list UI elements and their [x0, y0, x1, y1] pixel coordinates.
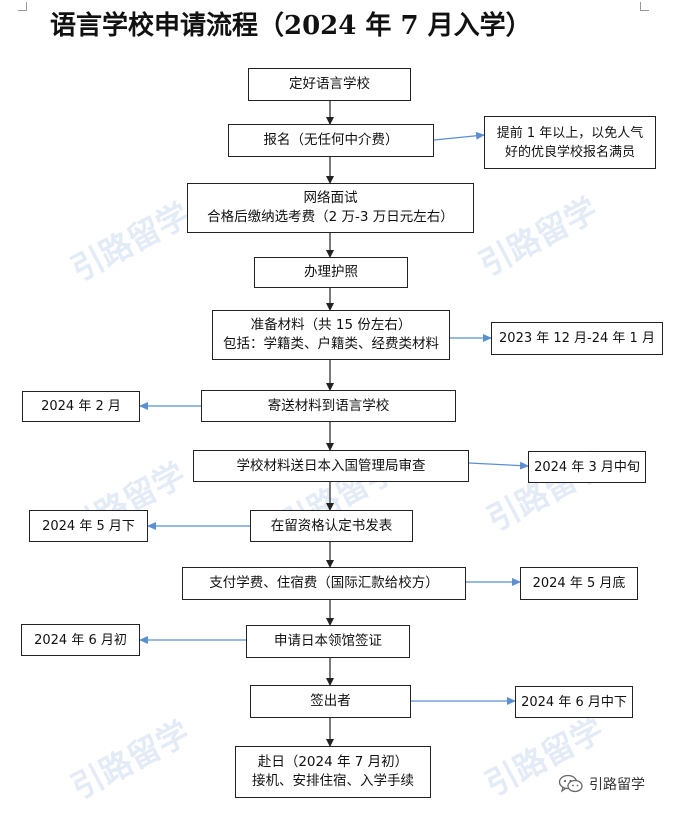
step-text: 学校材料送日本入国管理局审查: [236, 457, 426, 474]
note-text: 2024 年 6 月初: [34, 632, 127, 648]
step-text: 寄送材料到语言学校: [267, 397, 390, 414]
flow-step-passport: 办理护照: [254, 257, 408, 288]
step-text: 办理护照: [304, 264, 358, 280]
flow-step-go-to-japan: 赴日（2024 年 7 月初） 接机、安排住宿、入学手续: [235, 746, 431, 798]
page-corner-mark: [18, 2, 27, 11]
page-title: 语言学校申请流程（2024 年 7 月入学）: [50, 11, 532, 41]
flow-step-visa-issued: 签出者: [250, 685, 411, 718]
step-text: 在留资格认定书发表: [270, 517, 393, 534]
step-text: 签出者: [310, 693, 351, 709]
step-text: 合格后缴纳选考费（2 万-3 万日元左右）: [207, 209, 454, 225]
note-visa-apply-date: 2024 年 6 月初: [21, 624, 140, 656]
brand-mark: 引路留学: [558, 772, 645, 796]
note-send-date: 2024 年 2 月: [22, 391, 140, 422]
step-text: 申请日本领馆签证: [274, 633, 382, 649]
note-materials-date: 2023 年 12 月-24 年 1 月: [491, 322, 663, 355]
note-payment-date: 2024 年 5 月底: [520, 567, 638, 600]
step-text: 网络面试: [303, 190, 358, 206]
note-review-date: 2024 年 3 月中旬: [528, 451, 646, 483]
step-text: 包括：学籍类、户籍类、经费类材料: [223, 336, 439, 352]
brand-name: 引路留学: [589, 777, 645, 793]
note-text: 2023 年 12 月-24 年 1 月: [499, 331, 655, 346]
flow-step-immigration-review: 学校材料送日本入国管理局审查: [193, 450, 469, 482]
note-text: 好的优良学校报名满员: [504, 144, 635, 160]
wechat-icon: [558, 774, 583, 793]
flow-step-apply-visa: 申请日本领馆签证: [246, 625, 410, 658]
note-text: 2024 年 5 月下: [42, 518, 135, 534]
flow-step-online-interview: 网络面试 合格后缴纳选考费（2 万-3 万日元左右）: [187, 183, 474, 233]
note-arrow: [433, 131, 485, 141]
flow-step-prepare-materials: 准备材料（共 15 份左右） 包括：学籍类、户籍类、经费类材料: [212, 310, 450, 360]
note-coe-date: 2024 年 5 月下: [29, 510, 148, 542]
note-text: 2024 年 5 月底: [532, 576, 626, 591]
step-text: 定好语言学校: [289, 76, 370, 92]
step-text: 接机、安排住宿、入学手续: [252, 773, 414, 789]
note-register-early: 提前 1 年以上，以免人气 好的优良学校报名满员: [484, 116, 656, 169]
step-text: 报名（无任何中介费）: [263, 132, 399, 148]
step-text: 准备材料（共 15 份左右）: [250, 317, 412, 333]
note-text: 2024 年 2 月: [41, 399, 121, 414]
flow-step-coe-issued: 在留资格认定书发表: [250, 510, 413, 542]
step-text: 支付学费、住宿费（国际汇款给校方）: [209, 575, 439, 591]
page-corner-mark: [640, 2, 649, 11]
note-text: 提前 1 年以上，以免人气: [496, 125, 644, 141]
flow-step-send-materials: 寄送材料到语言学校: [201, 390, 456, 422]
note-arrow: [468, 461, 529, 470]
flow-step-select-school: 定好语言学校: [248, 68, 411, 101]
flow-step-pay-tuition: 支付学费、住宿费（国际汇款给校方）: [182, 567, 466, 600]
step-text: 赴日（2024 年 7 月初）: [257, 754, 409, 770]
flow-step-register: 报名（无任何中介费）: [228, 124, 434, 157]
note-text: 2024 年 3 月中旬: [534, 459, 640, 475]
note-visa-issued-date: 2024 年 6 月中下: [515, 686, 633, 718]
note-text: 2024 年 6 月中下: [521, 694, 627, 710]
